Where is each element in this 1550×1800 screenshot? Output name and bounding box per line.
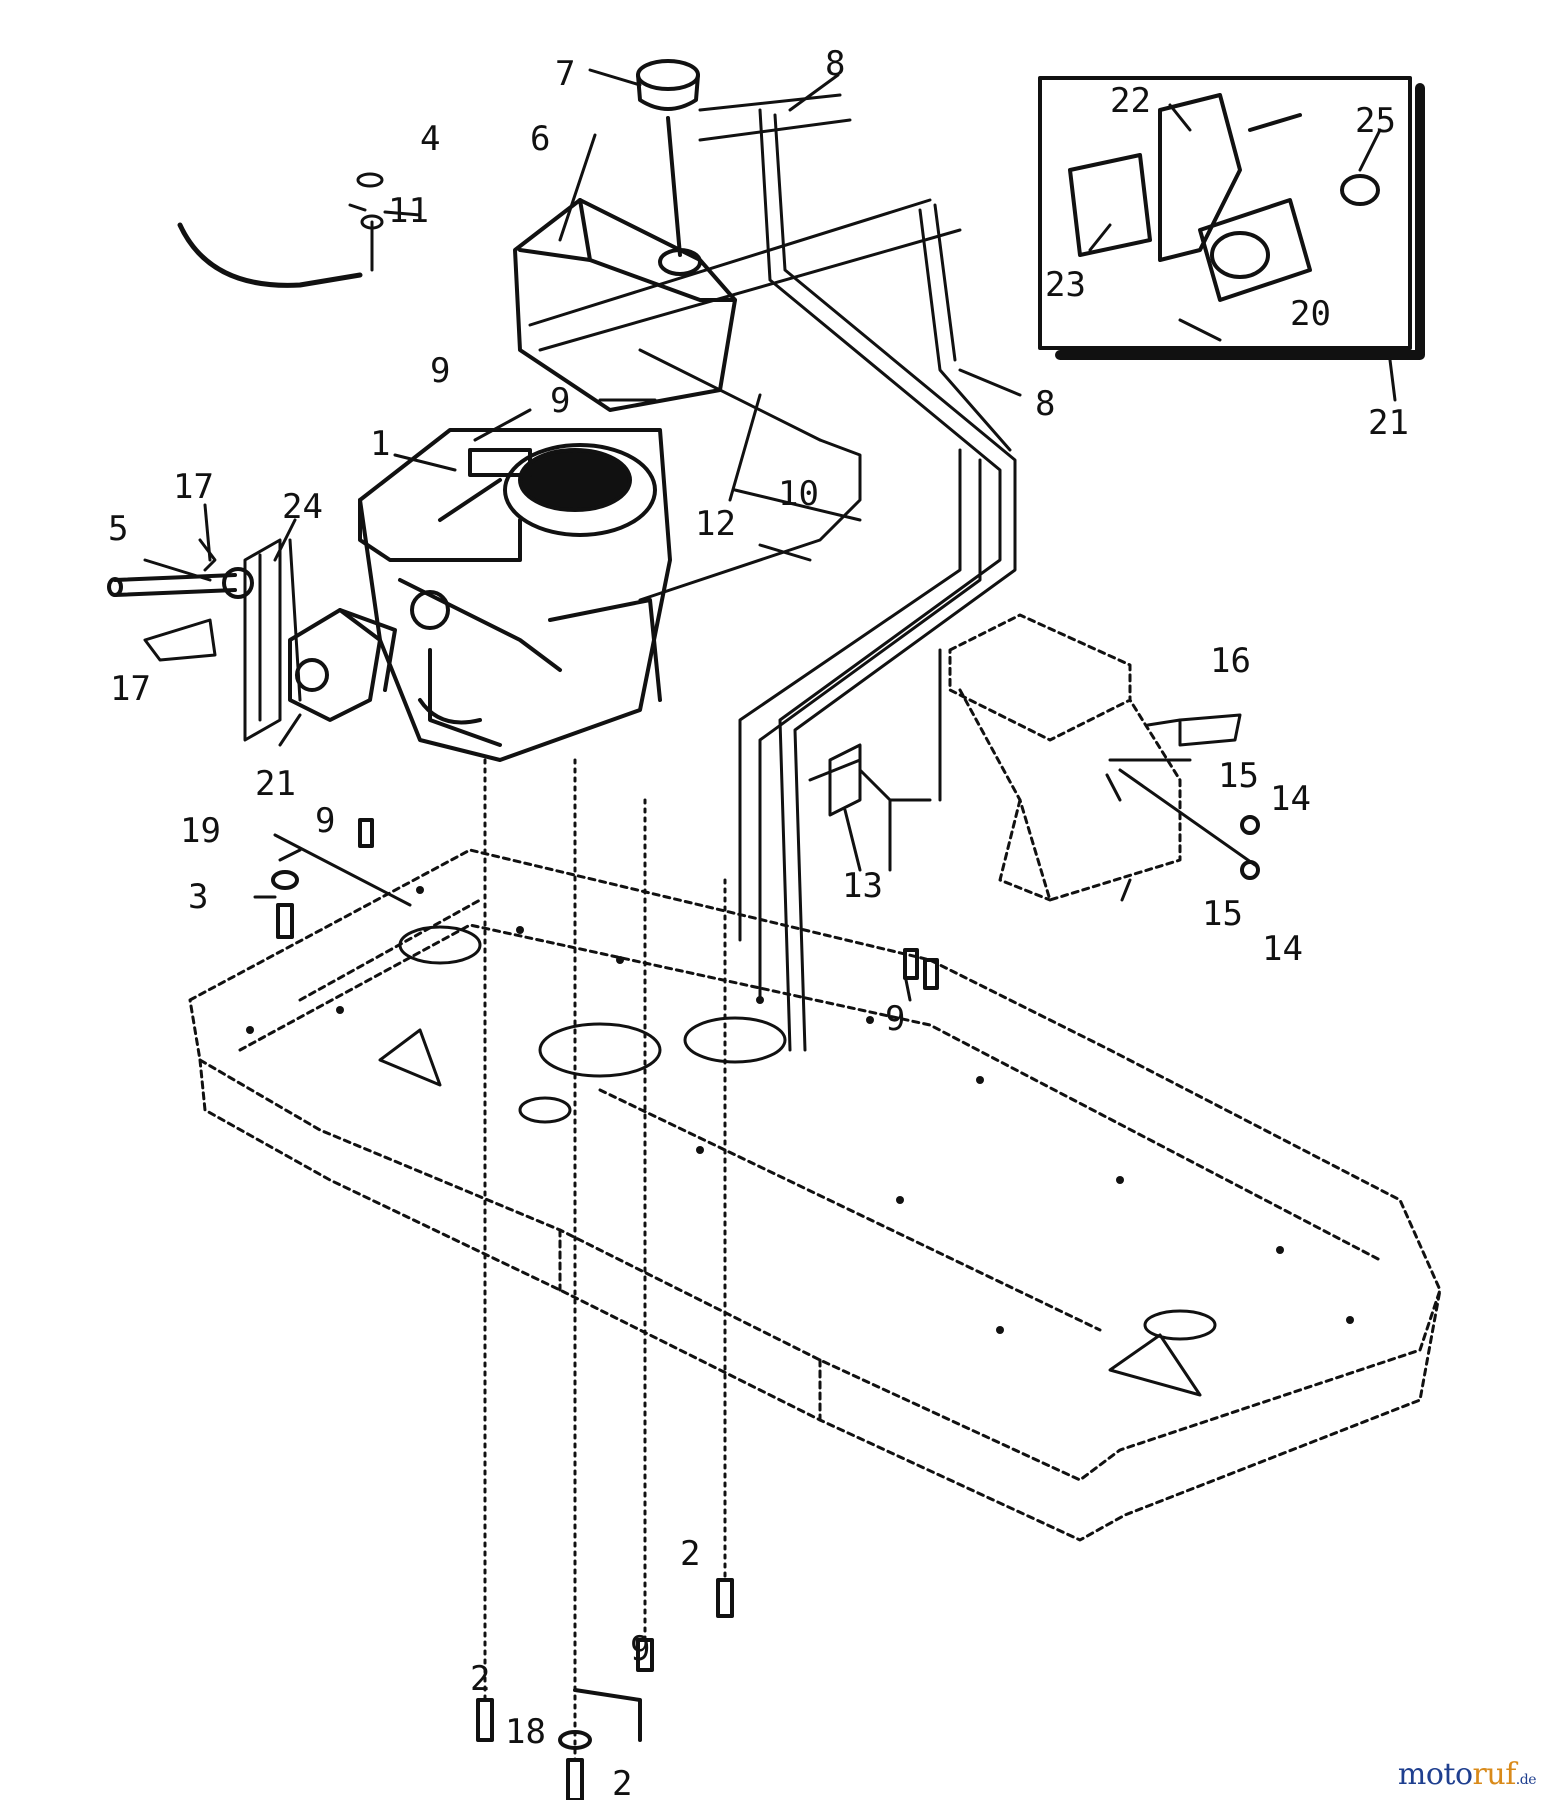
watermark-suffix: .de (1515, 1772, 1537, 1788)
watermark-logo: motoruf.de (1397, 1757, 1537, 1792)
bolts-bottom (476, 1578, 734, 1800)
callout-9-left: 9 (430, 351, 450, 391)
callout-9-bottom: 9 (630, 1629, 650, 1669)
engine (358, 428, 672, 762)
callout-17-top: 17 (173, 467, 214, 507)
callout-12: 12 (695, 504, 736, 544)
callout-labels: 1 2 2 2 3 4 5 6 7 8 8 9 9 9 9 9 10 11 12… (108, 44, 1409, 1800)
callout-14-bottom: 14 (1262, 929, 1303, 969)
callout-16: 16 (1210, 641, 1251, 681)
bracket-16 (1108, 713, 1257, 867)
shield-17 (143, 538, 217, 662)
bolts-left (271, 818, 374, 939)
cable (177, 222, 363, 288)
callout-20: 20 (1290, 294, 1331, 334)
control-rods (528, 93, 1017, 1052)
callout-8-top: 8 (825, 44, 845, 84)
callout-6: 6 (530, 119, 550, 159)
callout-17-bottom: 17 (110, 669, 151, 709)
callout-19: 19 (180, 811, 221, 851)
chassis-holes (246, 886, 1354, 1334)
watermark-part1: moto (1397, 1757, 1473, 1792)
callout-25: 25 (1355, 101, 1396, 141)
callout-15-top: 15 (1218, 756, 1259, 796)
callout-9-frame: 9 (315, 801, 335, 841)
callout-2-right: 2 (680, 1534, 700, 1574)
callout-13: 13 (842, 866, 883, 906)
chassis-frame (188, 848, 1442, 1542)
switch-bracket (808, 648, 942, 872)
callout-8-right: 8 (1035, 384, 1055, 424)
callout-9-tank: 9 (550, 381, 570, 421)
callout-23: 23 (1045, 265, 1086, 305)
fuel-cap (636, 59, 700, 257)
callout-7: 7 (555, 54, 575, 94)
callout-3: 3 (188, 877, 208, 917)
callout-15-bottom: 15 (1202, 894, 1243, 934)
chassis-cutouts (378, 925, 1217, 1397)
callout-2-left: 2 (470, 1659, 490, 1699)
bolts-right (903, 815, 1260, 990)
callout-5: 5 (108, 509, 128, 549)
callout-21-starter: 21 (255, 764, 296, 804)
callout-10: 10 (778, 474, 819, 514)
shaft (107, 567, 254, 599)
bolt-lines (483, 758, 727, 1762)
inset-panel (1038, 76, 1425, 360)
callout-4: 4 (420, 119, 440, 159)
callout-18: 18 (505, 1712, 546, 1752)
washer-4 (356, 172, 384, 272)
watermark-part2: ruf (1472, 1757, 1517, 1792)
callout-1: 1 (370, 424, 390, 464)
starter-motor (288, 608, 397, 722)
callout-2-bottom: 2 (612, 1764, 632, 1800)
callout-21-inset: 21 (1368, 403, 1409, 443)
leader-lines (143, 68, 1397, 1002)
callout-14-top: 14 (1270, 779, 1311, 819)
callout-24: 24 (282, 487, 323, 527)
callout-22: 22 (1110, 81, 1151, 121)
battery-box (948, 613, 1182, 902)
callout-11: 11 (388, 191, 429, 231)
callout-9-right: 9 (885, 999, 905, 1039)
